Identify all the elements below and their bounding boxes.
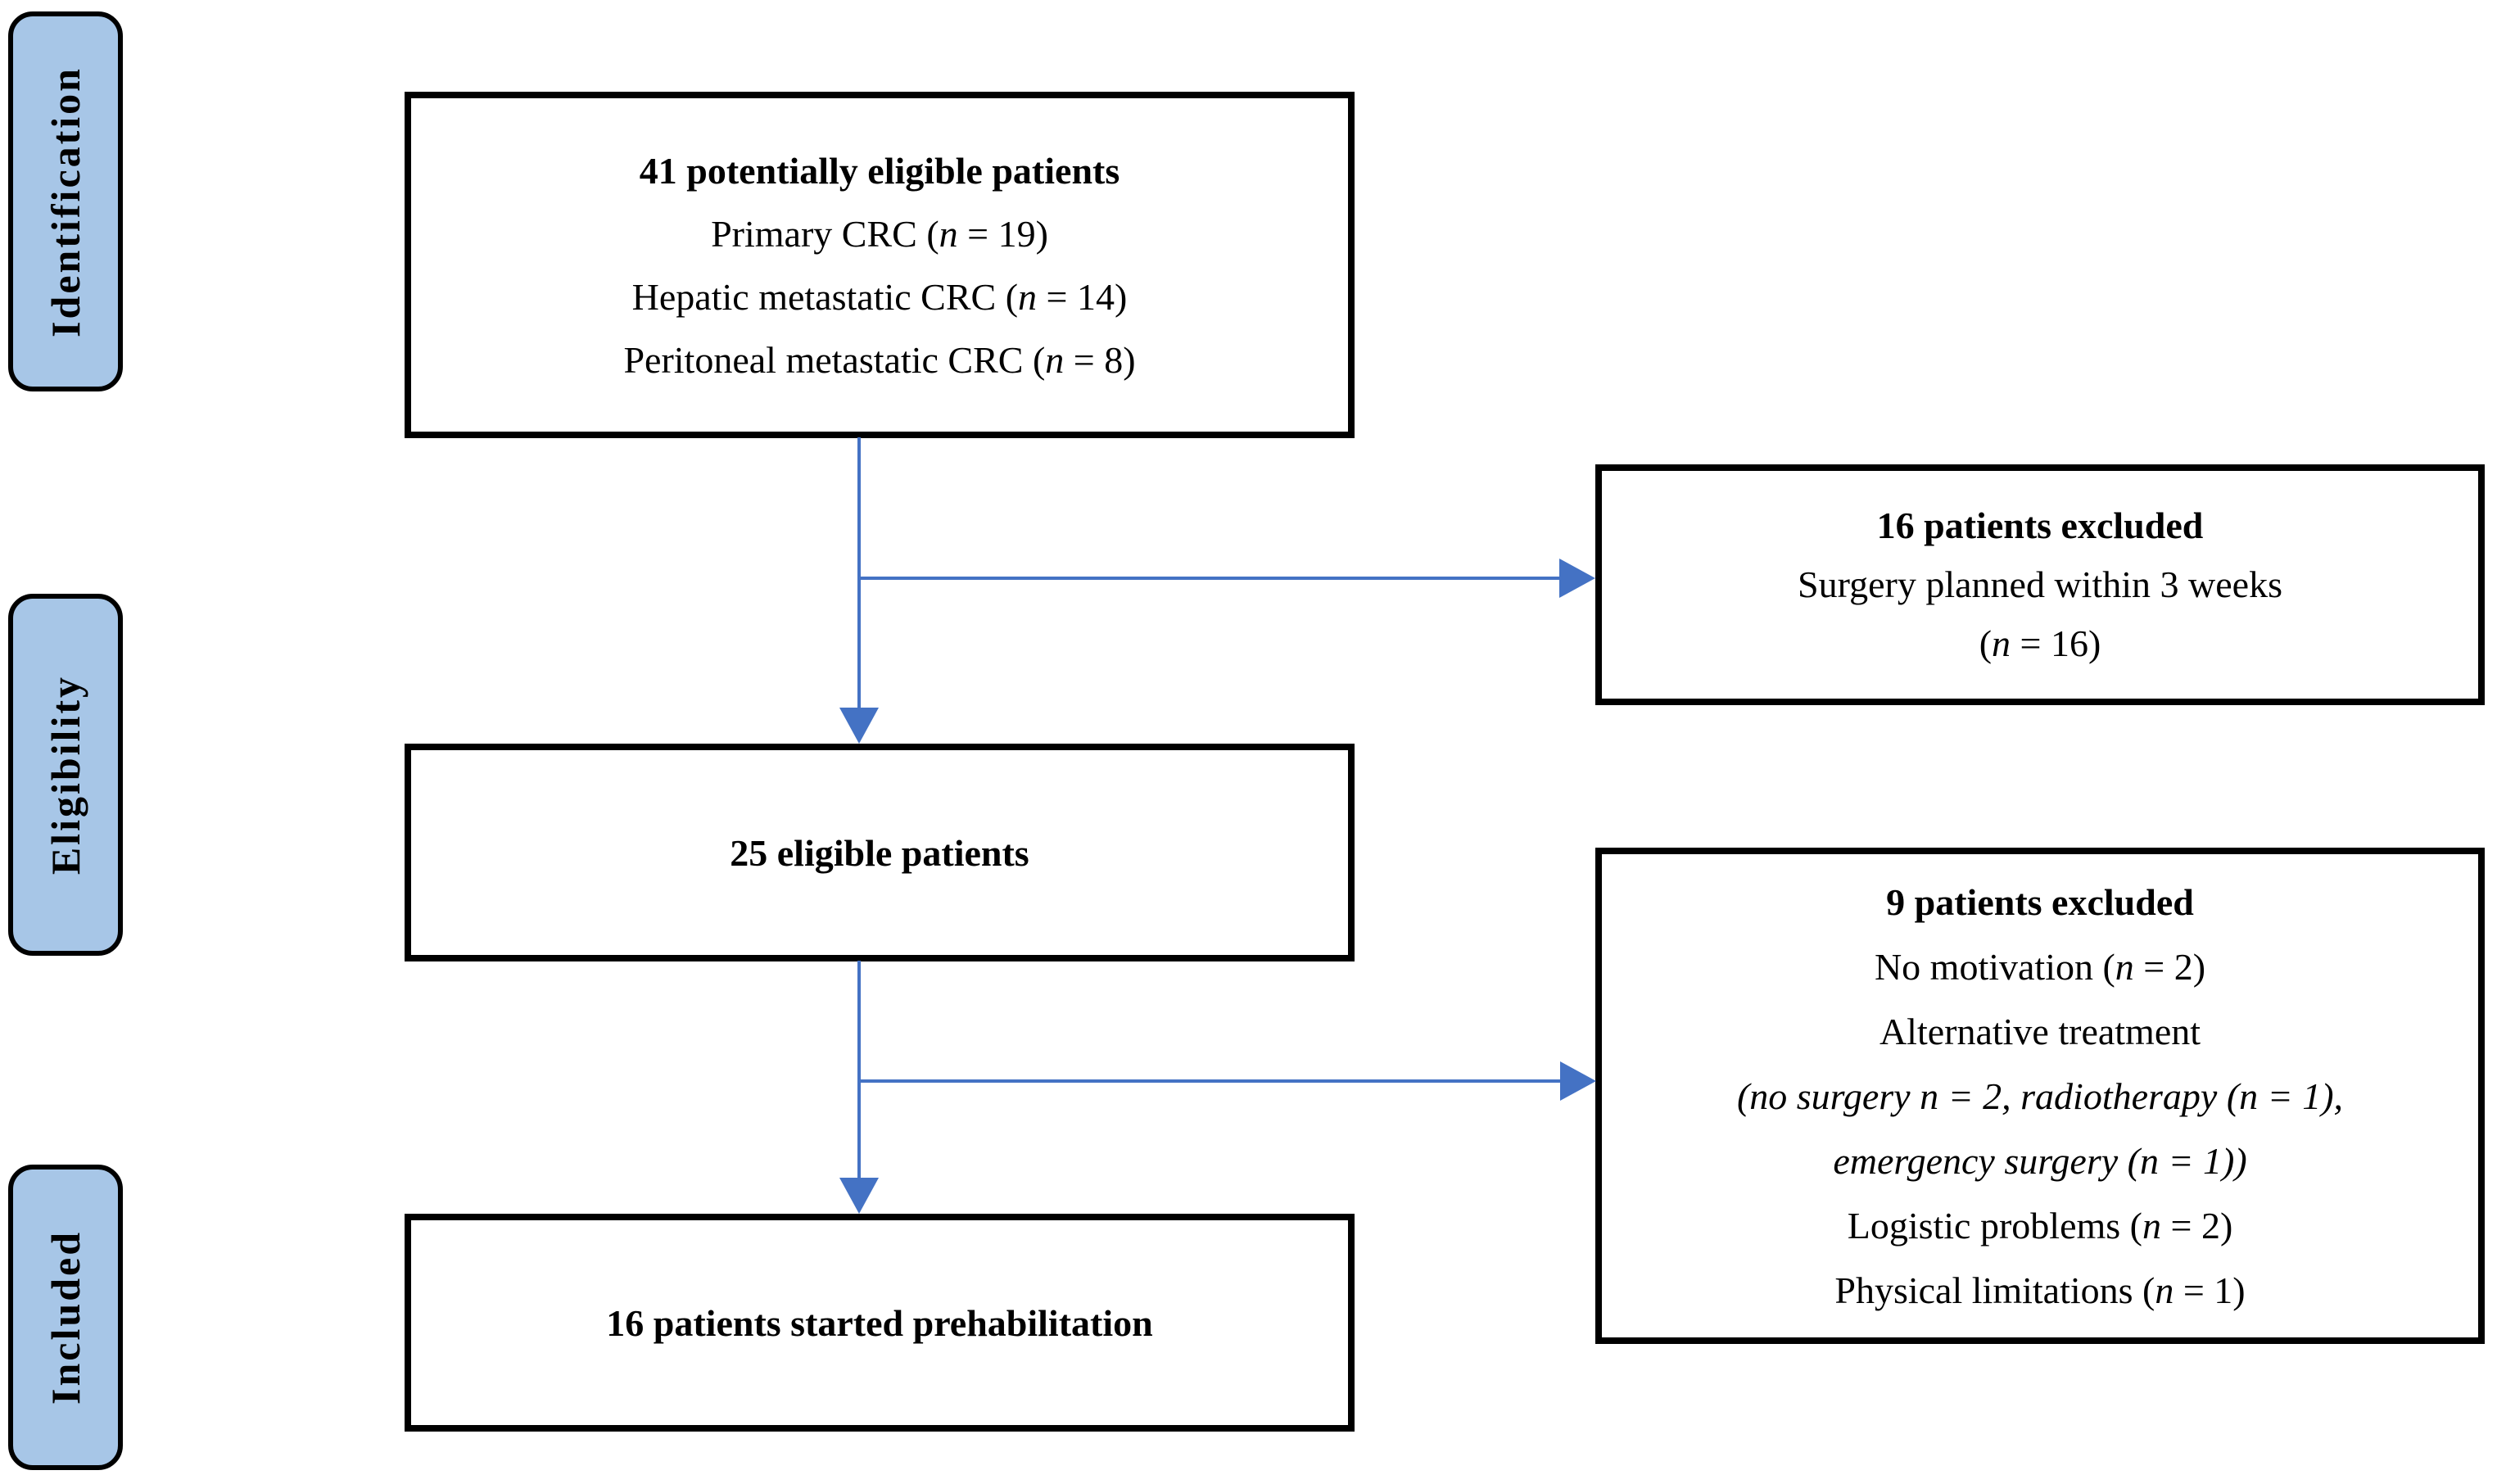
text-segment: = 19) (957, 212, 1048, 255)
text-segment: ( (1979, 622, 1993, 664)
box-heading: 9 patients excluded (1886, 870, 2194, 934)
text-segment: n (1045, 338, 1065, 381)
text-segment: = 16) (2011, 622, 2101, 664)
text-segment: n (1018, 275, 1038, 318)
box-potentially-eligible-patients: 41 potentially eligible patients Primary… (405, 92, 1355, 438)
text-segment: n (2155, 1269, 2174, 1311)
box-line: No motivation (n = 2) (1875, 934, 2205, 999)
text-segment: = 2) (2161, 1204, 2233, 1246)
text-segment: = 8) (1064, 338, 1136, 381)
connector-horizontal-to-excluded1 (859, 577, 1566, 580)
box-excluded-other-reasons: 9 patients excluded No motivation (n = 2… (1595, 848, 2485, 1344)
text-segment: Hepatic metastatic CRC ( (631, 275, 1019, 318)
box-line: Hepatic metastatic CRC (n = 14) (632, 265, 1128, 328)
box-started-prehabilitation: 16 patients started prehabilitation (405, 1214, 1355, 1432)
box-eligible-patients: 25 eligible patients (405, 744, 1355, 961)
text-segment: 16 patients started prehabilitation (606, 1301, 1153, 1344)
text-segment: n (2142, 1204, 2161, 1246)
box-heading: 25 eligible patients (730, 821, 1029, 885)
box-heading: 41 potentially eligible patients (640, 139, 1120, 202)
stage-label-eligibility: Eligibility (43, 674, 88, 875)
stage-label-included: Included (43, 1230, 88, 1405)
text-segment: 25 eligible patients (730, 831, 1029, 874)
box-line: emergency surgery (n = 1)) (1833, 1129, 2246, 1193)
text-segment: 16 patients excluded (1876, 504, 2204, 546)
connector-vertical-eligible-to-prehab (857, 961, 861, 1184)
text-segment: 41 potentially eligible patients (639, 149, 1120, 192)
connector-horizontal-to-excluded2 (859, 1079, 1567, 1083)
box-line: Logistic problems (n = 2) (1848, 1193, 2233, 1258)
text-segment: n (2115, 945, 2134, 988)
text-segment: Peritoneal metastatic CRC ( (623, 338, 1046, 381)
text-segment: 9 patients excluded (1886, 880, 2194, 923)
text-segment: (no surgery n = 2, radiotherapy (n = 1), (1736, 1075, 2344, 1117)
arrowhead-down-icon (839, 1178, 879, 1214)
box-line: (n = 16) (1979, 614, 2101, 673)
stage-tab-identification: Identification (8, 11, 123, 391)
text-segment: = 2) (2133, 945, 2206, 988)
text-segment: emergency surgery (n = 1)) (1833, 1139, 2247, 1182)
box-line: Alternative treatment (1880, 999, 2201, 1064)
text-segment: = 14) (1037, 275, 1128, 318)
stage-tab-eligibility: Eligibility (8, 594, 123, 956)
text-segment: Alternative treatment (1879, 1010, 2201, 1052)
box-line: Peritoneal metastatic CRC (n = 8) (623, 328, 1135, 391)
box-line: (no surgery n = 2, radiotherapy (n = 1), (1737, 1064, 2343, 1129)
box-heading: 16 patients excluded (1877, 496, 2204, 555)
box-excluded-surgery-within-3-weeks: 16 patients excluded Surgery planned wit… (1595, 464, 2485, 705)
box-line: Physical limitations (n = 1) (1834, 1258, 2245, 1323)
text-segment: n (1992, 622, 2011, 664)
stage-tab-included: Included (8, 1165, 123, 1470)
arrowhead-right-icon (1560, 1061, 1596, 1101)
text-segment: = 1) (2174, 1269, 2246, 1311)
text-segment: n (939, 212, 958, 255)
text-segment: Logistic problems ( (1847, 1204, 2142, 1246)
text-segment: Physical limitations ( (1834, 1269, 2155, 1311)
arrowhead-down-icon (839, 708, 879, 744)
box-line: Primary CRC (n = 19) (711, 202, 1048, 265)
connector-vertical-pool-to-eligible (857, 437, 861, 714)
text-segment: No motivation ( (1874, 945, 2115, 988)
arrowhead-right-icon (1559, 559, 1595, 598)
text-segment: Surgery planned within 3 weeks (1798, 563, 2282, 605)
stage-label-identification: Identification (43, 66, 88, 337)
box-line: Surgery planned within 3 weeks (1798, 555, 2282, 614)
box-heading: 16 patients started prehabilitation (606, 1292, 1152, 1355)
text-segment: Primary CRC ( (711, 212, 939, 255)
